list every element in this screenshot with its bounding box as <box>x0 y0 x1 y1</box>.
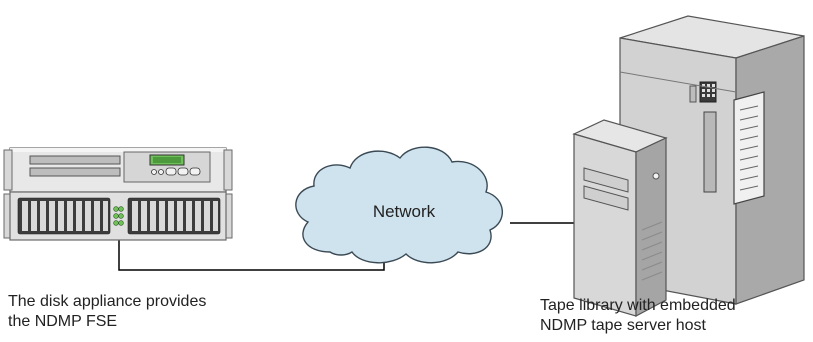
tape-library-caption-line-2: NDMP tape server host <box>540 317 706 334</box>
tape-library-caption: Tape library with embedded NDMP tape ser… <box>540 296 810 336</box>
disk-appliance-caption: The disk appliance provides the NDMP FSE <box>8 292 308 332</box>
network-cloud-icon: Network <box>295 146 504 264</box>
tape-server-host-icon <box>572 119 668 317</box>
disk-appliance-icon <box>3 147 233 241</box>
disk-appliance-caption-line-2: the NDMP FSE <box>8 313 118 330</box>
disk-appliance-caption-line-1: The disk appliance provides <box>8 293 207 310</box>
tape-library-caption-line-1: Tape library with embedded <box>540 297 736 314</box>
network-label: Network <box>373 202 436 221</box>
